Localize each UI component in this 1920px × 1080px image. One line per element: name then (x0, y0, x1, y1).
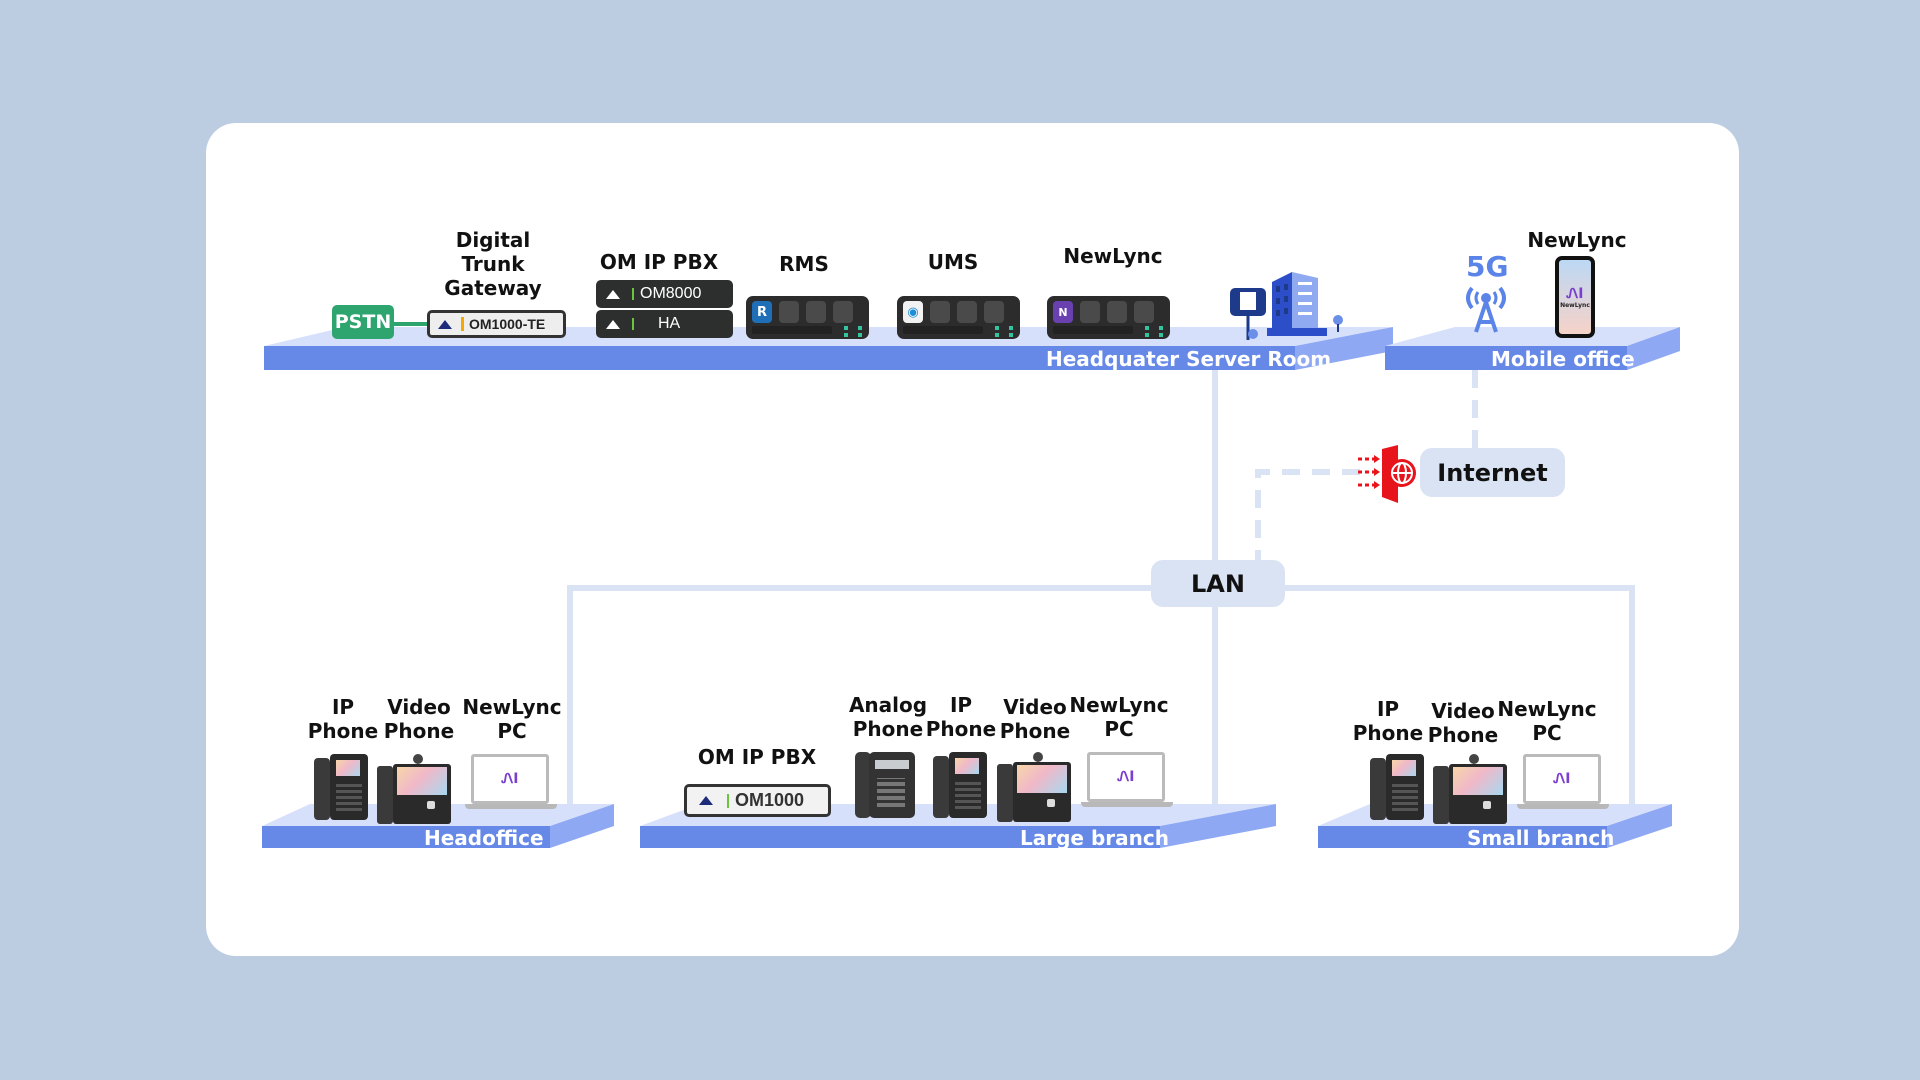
pbx-device-primary: OM8000 (596, 280, 733, 308)
mobile-newlync-label: NewLync (1527, 228, 1627, 252)
newlync-server-label: NewLync (1063, 244, 1163, 268)
large-branch-ip-phone-icon (933, 752, 987, 818)
newrock-logo-icon (438, 319, 452, 329)
newrock-logo-icon (606, 289, 620, 299)
large-branch-analog-phone-icon (855, 752, 915, 818)
gateway-label: Digital Trunk Gateway (444, 228, 542, 300)
link-lan-headoffice (567, 585, 1151, 818)
branch-pbx-label: OM IP PBX (697, 745, 817, 769)
headoffice-ip-phone-icon (314, 754, 368, 820)
divider (727, 793, 729, 808)
headquarters-building-icon (1230, 272, 1343, 340)
large-branch-device-label: Analog Phone (848, 693, 928, 741)
newlync-logo-icon: ᏁI (1566, 285, 1584, 302)
large-branch-device-label: Video Phone (999, 695, 1071, 743)
lan-label: LAN (1191, 569, 1245, 598)
divider (632, 318, 634, 330)
smartphone: ᏁI NewLync (1555, 256, 1595, 338)
newrock-logo-icon (606, 319, 620, 329)
divider (461, 317, 464, 331)
pbx-device-ha: HA (596, 310, 733, 338)
headoffice-device-label: NewLync PC (462, 695, 562, 743)
zone-label-hq: Headquater Server Room (1046, 347, 1332, 371)
headoffice-device-label: IP Phone (307, 695, 379, 743)
cell-tower-icon (1466, 286, 1506, 333)
lan-node: LAN (1151, 560, 1285, 607)
small-branch-laptop-icon: ᏁI (1517, 754, 1609, 810)
pbx-model-ha: HA (658, 315, 681, 332)
rms-server: R (746, 296, 869, 339)
pstn-badge: PSTN (332, 305, 394, 339)
zone-label-large-branch: Large branch (1020, 826, 1169, 850)
rms-app-icon: R (752, 301, 772, 323)
link-internet-lan (1255, 469, 1360, 560)
firewall-globe-icon (1358, 445, 1416, 503)
pbx-model-primary: OM8000 (640, 285, 702, 302)
pbx-label: OM IP PBX (599, 250, 719, 274)
headoffice-laptop-icon: ᏁI (465, 754, 557, 810)
link-lan-smallbranch (1285, 585, 1635, 818)
large-branch-video-phone-icon (997, 752, 1071, 822)
gateway-model: OM1000-TE (469, 316, 546, 332)
small-branch-ip-phone-icon (1370, 754, 1424, 820)
5g-label: 5G (1466, 250, 1509, 283)
headoffice-video-phone-icon (377, 754, 451, 824)
zone-label-headoffice: Headoffice (424, 826, 544, 850)
zone-label-mobile: Mobile office (1491, 347, 1635, 371)
ums-label: UMS (927, 250, 979, 274)
internet-node: Internet (1420, 448, 1565, 497)
headoffice-device-label: Video Phone (383, 695, 455, 743)
rms-label: RMS (779, 252, 829, 276)
large-branch-laptop-icon: ᏁI (1081, 752, 1173, 808)
small-branch-device-label: Video Phone (1427, 699, 1499, 747)
newlync-server: N (1047, 296, 1170, 339)
small-branch-device-label: IP Phone (1352, 697, 1424, 745)
ums-server: ◉ (897, 296, 1020, 339)
zone-label-small-branch: Small branch (1467, 826, 1615, 850)
small-branch-device-label: NewLync PC (1497, 697, 1597, 745)
divider (632, 288, 634, 300)
platform-mobile (1385, 327, 1680, 370)
small-branch-video-phone-icon (1433, 754, 1507, 824)
gateway-device: OM1000-TE (427, 310, 566, 338)
newrock-logo-icon (699, 796, 713, 805)
ums-app-icon: ◉ (903, 301, 923, 323)
newlync-app-icon: N (1053, 301, 1073, 323)
pstn-label: PSTN (334, 311, 392, 333)
large-branch-device-label: NewLync PC (1069, 693, 1169, 741)
phone-app-name: NewLync (1560, 301, 1590, 309)
large-branch-device-label: IP Phone (925, 693, 997, 741)
branch-pbx-device: OM1000 (684, 784, 831, 817)
internet-label: Internet (1437, 458, 1548, 487)
branch-pbx-model: OM1000 (735, 790, 805, 810)
